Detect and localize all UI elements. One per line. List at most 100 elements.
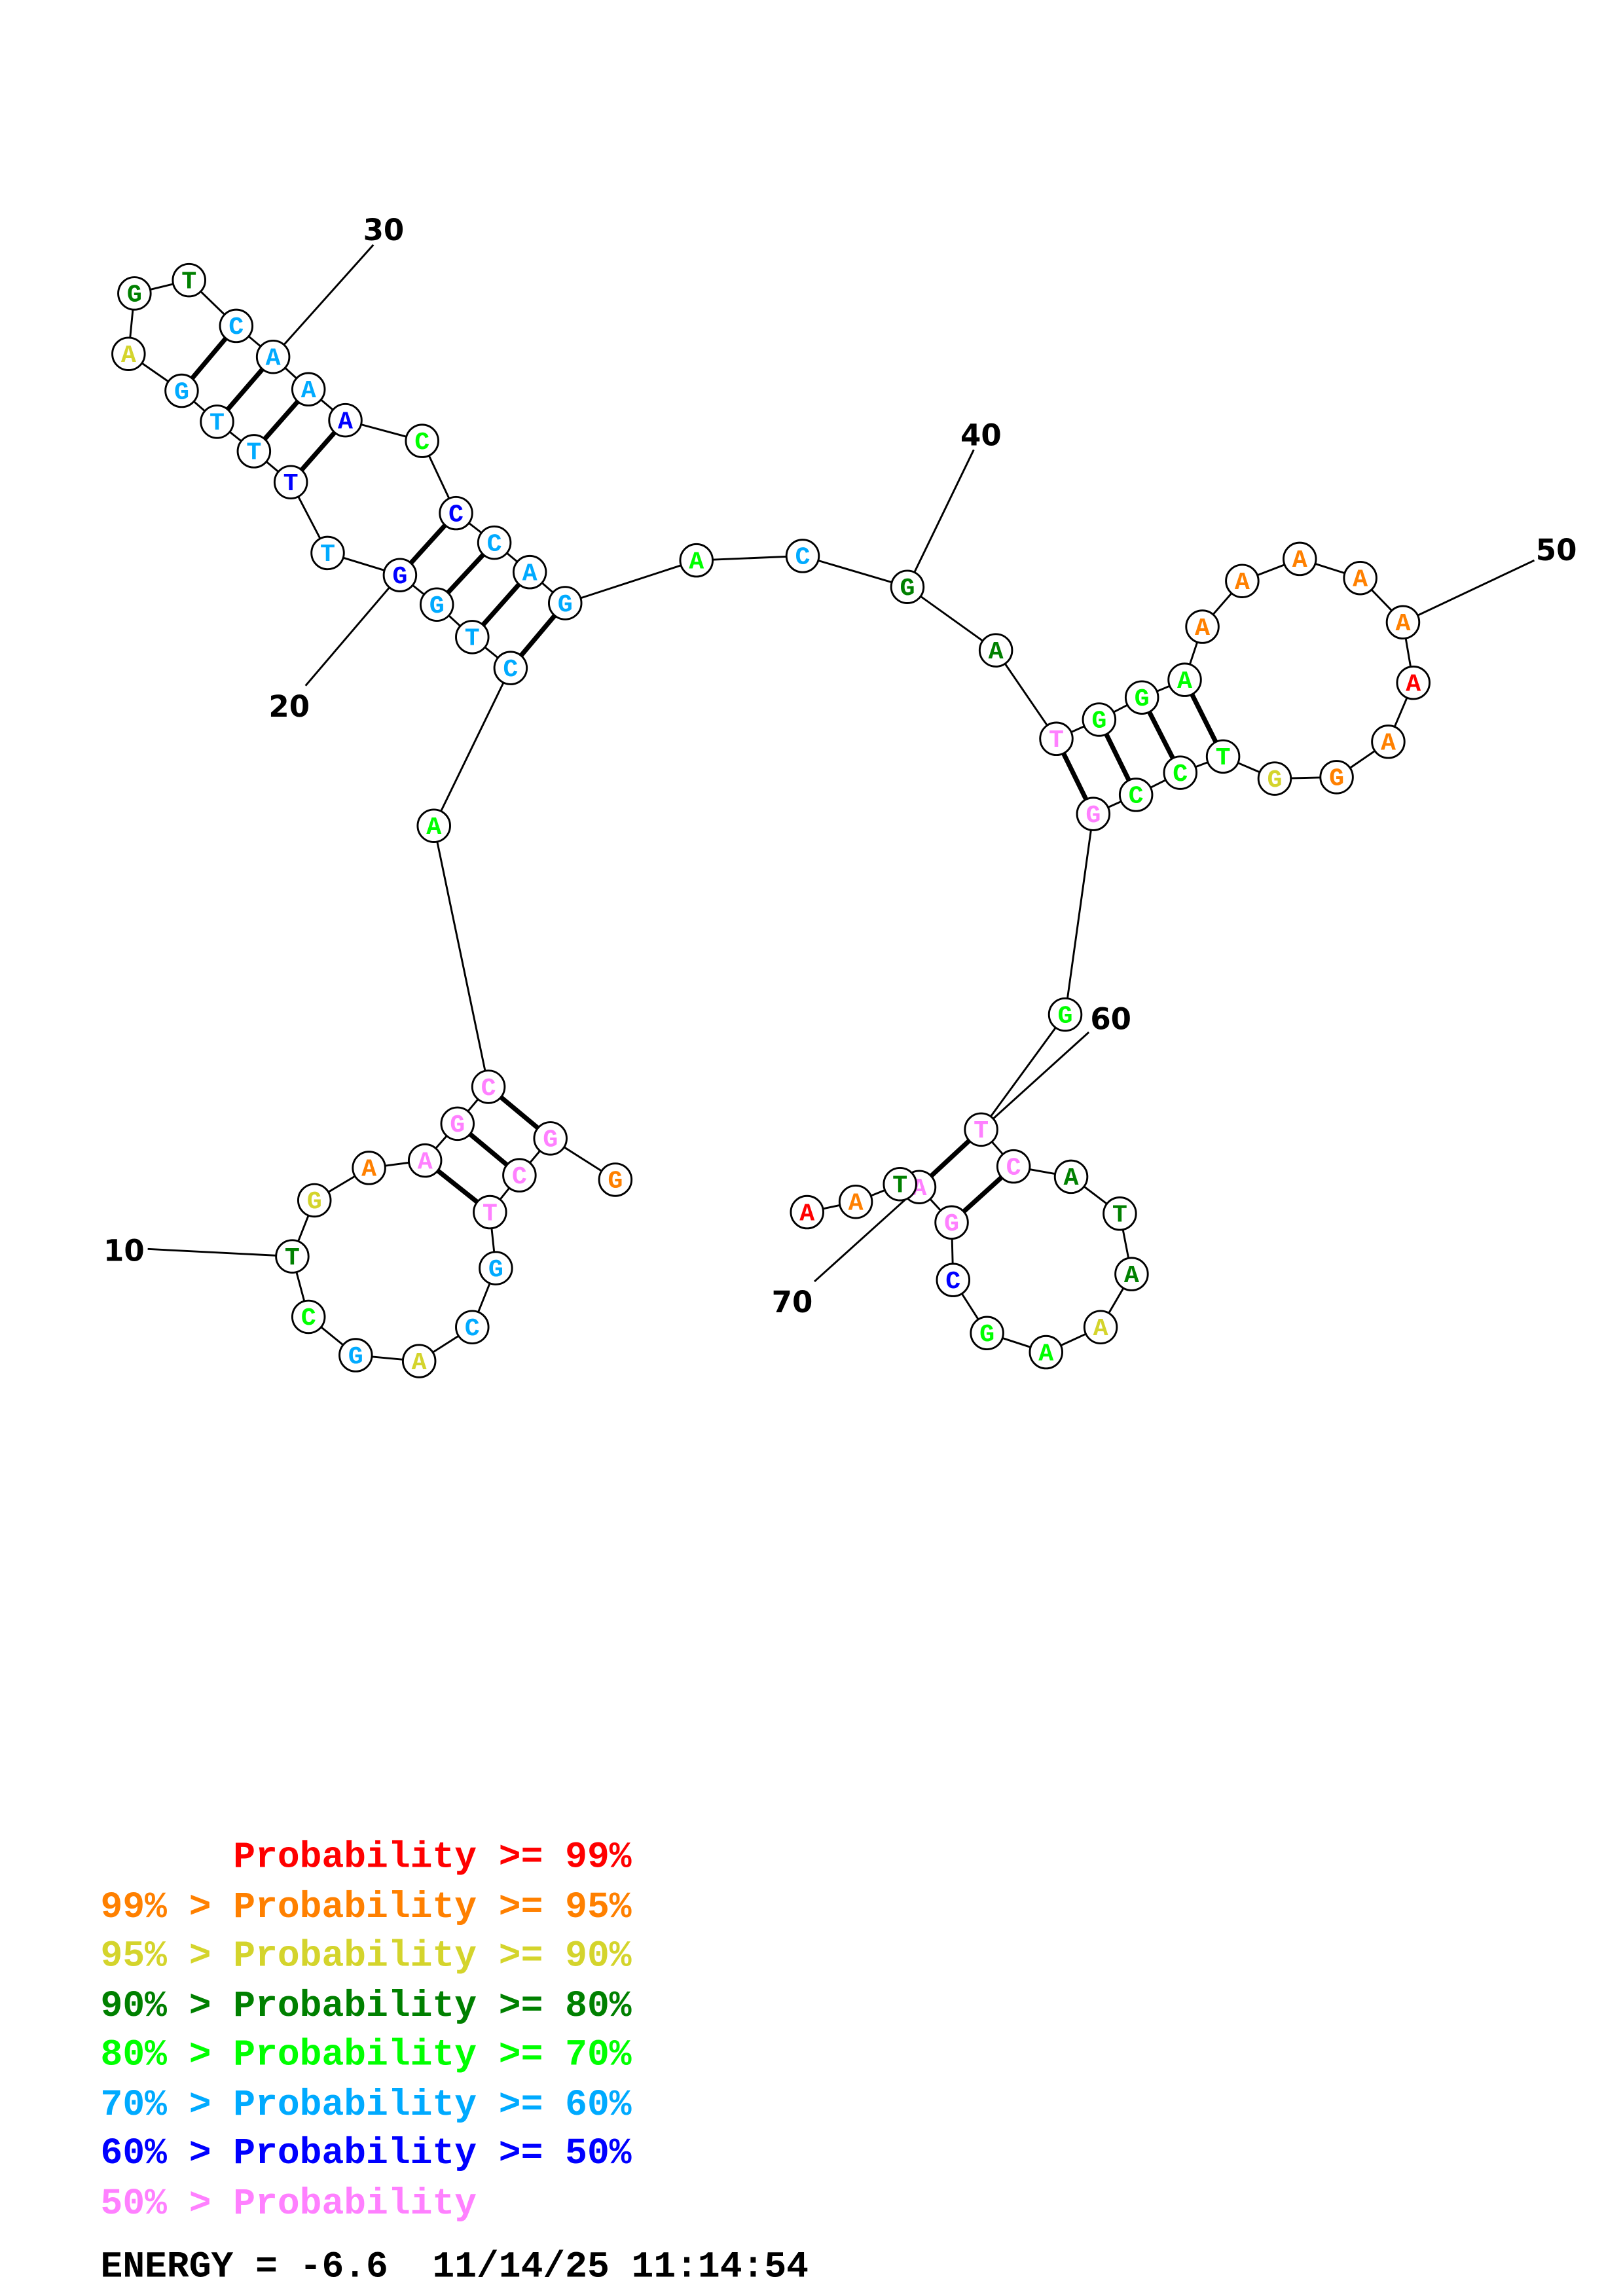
nucleotide-base: T	[892, 1171, 907, 1200]
nucleotide: G	[382, 558, 418, 592]
nucleotide-base: A	[121, 341, 136, 370]
backbone-bond	[433, 825, 490, 1087]
nucleotide: G	[338, 1338, 373, 1372]
nucleotide: T	[883, 1166, 917, 1202]
position-label-line	[272, 244, 374, 358]
nucleotide-circle	[439, 495, 473, 531]
nucleotide-base: C	[414, 428, 429, 457]
nucleotide-circle	[1029, 1335, 1063, 1370]
nucleotide-circle	[493, 651, 528, 685]
nucleotide-circle	[1076, 797, 1111, 831]
base-pairs	[179, 324, 1226, 1225]
nucleotide: T	[1103, 1196, 1137, 1231]
nucleotide-circle	[936, 1263, 971, 1297]
nucleotide-circle	[200, 404, 234, 439]
nucleotide-circle	[236, 434, 272, 469]
nucleotide-circle	[934, 1205, 969, 1240]
nucleotide-circle	[970, 1316, 1004, 1351]
nucleotide-base: T	[1216, 744, 1231, 772]
nucleotide-base: A	[1177, 667, 1192, 696]
nucleotide-circle	[883, 1166, 917, 1202]
nucleotide: A	[1385, 605, 1421, 640]
nucleotide-base: G	[429, 592, 445, 620]
nucleotide-circle	[502, 1158, 537, 1193]
nucleotide: A	[328, 403, 363, 438]
nucleotide-circle	[382, 558, 418, 592]
nucleotide-base: G	[1329, 764, 1344, 793]
energy-timestamp: ENERGY = -6.6 11/14/25 11:14:54	[101, 2246, 809, 2288]
nucleotide: A	[1225, 564, 1260, 598]
nucleotide: C	[493, 651, 528, 685]
nucleotide-base: C	[945, 1267, 960, 1296]
nucleotide-circle	[401, 1344, 437, 1378]
nucleotide-circle	[1114, 1257, 1149, 1291]
nucleotide-base: A	[1292, 546, 1307, 575]
nucleotide-base: A	[1195, 614, 1210, 643]
nucleotide: T	[964, 1112, 998, 1147]
nucleotide-base: A	[989, 637, 1004, 666]
nucleotide: A	[1283, 541, 1317, 577]
nucleotide-base: C	[795, 543, 810, 572]
nucleotide-circle	[219, 308, 254, 344]
nucleotide: A	[291, 372, 326, 407]
nucleotide-base: C	[301, 1304, 316, 1333]
nucleotide-base: A	[689, 547, 704, 576]
nucleotide-base: T	[283, 469, 299, 498]
nucleotide-base: C	[481, 1074, 496, 1103]
nucleotide: G	[479, 1251, 513, 1285]
nucleotide: C	[1118, 778, 1154, 812]
nucleotide: C	[936, 1263, 971, 1297]
nucleotide: A	[1114, 1257, 1149, 1291]
nucleotide-circle	[479, 1251, 513, 1285]
nucleotide-circle	[291, 372, 326, 407]
backbone-bond	[1064, 814, 1095, 1015]
legend-row-1: 99% > Probability >= 95%	[101, 1886, 632, 1928]
nucleotide: C	[502, 1158, 537, 1193]
nucleotide-circle	[117, 276, 152, 311]
nucleotide: G	[297, 1183, 332, 1218]
nucleotide-circle	[1396, 665, 1431, 700]
nucleotide-base: G	[1085, 801, 1101, 830]
nucleotide: A	[1343, 560, 1377, 596]
nucleotide-base: A	[1093, 1314, 1108, 1343]
nucleotide-base: C	[448, 500, 464, 529]
nucleotide-base: A	[1124, 1261, 1139, 1290]
nucleotide: G	[1076, 797, 1111, 831]
nucleotide-circle	[1053, 1159, 1089, 1194]
nucleotide: G	[890, 569, 925, 604]
nucleotide: G	[1048, 997, 1083, 1032]
position-label: 20	[268, 689, 310, 724]
nucleotide-circle	[419, 587, 454, 622]
nucleotide-circle	[1103, 1196, 1137, 1231]
nucleotide-circle	[978, 633, 1013, 668]
position-label-line	[304, 574, 401, 687]
nucleotide-circle	[473, 1194, 507, 1230]
nucleotide-circle	[291, 1299, 326, 1335]
nucleotide-base: A	[1038, 1339, 1053, 1368]
nucleotide-base: C	[512, 1162, 527, 1191]
position-label-line	[147, 1247, 293, 1258]
nucleotide-base: A	[361, 1155, 376, 1184]
nucleotide-base: G	[1091, 707, 1106, 736]
nucleotide-circle	[533, 1121, 568, 1156]
nucleotide-base: G	[608, 1167, 623, 1196]
nucleotide: G	[1082, 702, 1117, 737]
nucleotide-base: C	[465, 1314, 480, 1343]
nucleotide-circle	[455, 1310, 490, 1344]
nucleotide-circle	[1371, 725, 1406, 759]
nucleotide-base: T	[181, 267, 196, 296]
nucleotide-circle	[1385, 605, 1421, 640]
legend: Probability >= 99% 99% > Probability >= …	[101, 1836, 632, 2224]
nucleotide: A	[407, 1143, 443, 1178]
backbone-bond	[907, 586, 996, 651]
nucleotide-base: A	[1406, 670, 1421, 698]
nucleotide-circle	[1319, 760, 1354, 795]
nucleotide-circle	[1257, 761, 1292, 796]
nucleotide-base: T	[210, 409, 225, 438]
nucleotide-base: G	[307, 1187, 322, 1216]
nucleotide-base: T	[246, 439, 261, 467]
position-label: 70	[772, 1285, 813, 1319]
position-label-line	[1402, 559, 1535, 624]
nucleotide-circle	[1124, 680, 1159, 715]
